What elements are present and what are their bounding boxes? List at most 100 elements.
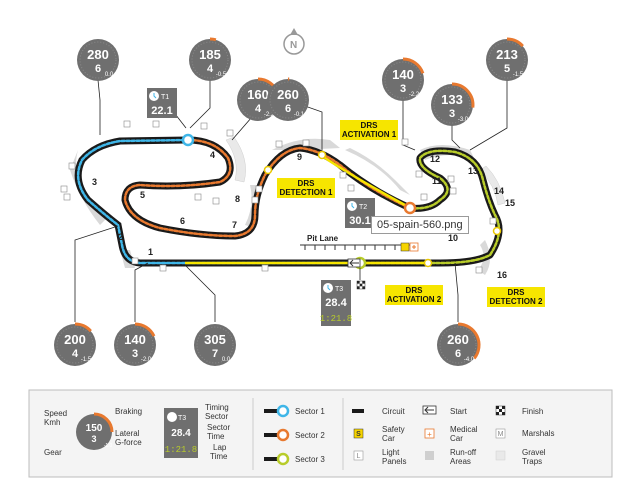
svg-text:1:21.8: 1:21.8: [165, 445, 197, 455]
svg-text:ACTIVATION 1: ACTIVATION 1: [342, 130, 397, 139]
gauge-gforce: -3.0: [458, 117, 469, 123]
timing-sector: T2: [359, 204, 367, 211]
sector-time: 28.4: [325, 297, 347, 309]
legend-gauge-sample: 150 3 -1.0: [76, 412, 114, 450]
svg-text:DRS: DRS: [361, 121, 379, 130]
svg-text:Time: Time: [207, 432, 225, 441]
svg-text:3: 3: [91, 434, 96, 444]
svg-text:Light: Light: [382, 448, 400, 457]
compass-label: N: [290, 40, 297, 51]
gauge-speed: 140: [124, 332, 146, 347]
legend-timing-sample: T3 28.4 1:21.8: [164, 408, 198, 458]
gauge-gforce: -2.2: [264, 112, 275, 118]
sector-time: 22.1: [151, 105, 172, 117]
gauge-speed: 280: [87, 47, 109, 62]
gauge-gforce: -2.2: [409, 92, 420, 98]
svg-text:DETECTION 1: DETECTION 1: [280, 188, 333, 197]
svg-text:Run-off: Run-off: [450, 448, 477, 457]
svg-text:DETECTION 2: DETECTION 2: [490, 297, 543, 306]
gauge-speed: 260: [277, 87, 299, 102]
svg-text:Areas: Areas: [450, 457, 471, 466]
svg-text:DRS: DRS: [508, 288, 526, 297]
legend-sector2: Sector 2: [264, 428, 325, 442]
gauge-gear: 6: [285, 103, 291, 115]
svg-text:DRS: DRS: [406, 286, 424, 295]
gauge-gforce: -2.0: [141, 357, 152, 363]
sector-time: 30.1: [349, 215, 370, 227]
turn-number: 16: [497, 270, 507, 280]
svg-text:T3: T3: [178, 415, 186, 422]
gauge-gear: 6: [95, 63, 101, 75]
svg-text:Sector: Sector: [207, 423, 230, 432]
svg-text:DRS: DRS: [298, 179, 316, 188]
marshal-markers: [60, 120, 497, 274]
svg-text:150: 150: [86, 423, 103, 434]
turn-number: 8: [235, 194, 240, 204]
svg-text:Medical: Medical: [450, 425, 478, 434]
gauge-speed: 213: [496, 47, 518, 62]
svg-text:Car: Car: [450, 434, 463, 443]
turn-number: 2: [118, 232, 123, 242]
gauge-gforce: 0.0: [105, 72, 114, 78]
svg-text:Sector 1: Sector 1: [295, 407, 325, 416]
svg-text:28.4: 28.4: [171, 428, 191, 439]
turn-number: 9: [297, 152, 302, 162]
svg-text:ACTIVATION 2: ACTIVATION 2: [387, 295, 442, 304]
turn-number: 6: [180, 216, 185, 226]
safety-car-icon: [400, 242, 410, 252]
medical-icon: [409, 242, 419, 252]
lap-time: 1:21.8: [320, 314, 352, 324]
drs-zone-1: [321, 154, 406, 207]
gauge-speed: 200: [64, 332, 86, 347]
gauge-speed: 185: [199, 47, 221, 62]
gauge-gforce: -1.5: [81, 357, 92, 363]
svg-text:Gear: Gear: [44, 448, 62, 457]
svg-text:Sector 3: Sector 3: [295, 455, 325, 464]
gauge-gear: 3: [400, 83, 406, 95]
turn-number: 13: [468, 166, 478, 176]
sector-2-marker: [403, 201, 417, 215]
svg-text:-1.0: -1.0: [104, 443, 113, 449]
turn-number: 11: [432, 176, 442, 186]
legend-sector1: Sector 1: [264, 404, 325, 418]
svg-text:Speed: Speed: [44, 409, 67, 418]
turn-number: 7: [232, 220, 237, 230]
sector-1-marker: [181, 133, 195, 147]
gauge-gear: 4: [72, 348, 79, 360]
timing-panel: T2 30.1: [345, 198, 375, 228]
svg-text:Start: Start: [450, 407, 468, 416]
turn-number: 15: [505, 198, 515, 208]
gauge-speed: 260: [447, 332, 469, 347]
finish-icon: [356, 280, 366, 290]
svg-text:Marshals: Marshals: [522, 429, 554, 438]
svg-text:Lateral: Lateral: [115, 429, 140, 438]
gauge-gforce: -0.5: [216, 72, 227, 78]
turn-number: 5: [140, 190, 145, 200]
gauge-gforce: 0.0: [222, 357, 231, 363]
svg-text:Sector: Sector: [205, 412, 228, 421]
gauge-speed: 305: [204, 332, 226, 347]
svg-text:M: M: [498, 431, 504, 438]
svg-text:Safety: Safety: [382, 425, 405, 434]
turn-number: 10: [448, 233, 458, 243]
filename-tooltip: 05-spain-560.png: [371, 216, 469, 234]
gauge-gear: 6: [455, 348, 461, 360]
timing-sector: T3: [335, 286, 343, 293]
timing-sector: T1: [161, 94, 169, 101]
pit-lane-label: Pit Lane: [307, 234, 339, 243]
gauge-gear: 4: [255, 103, 262, 115]
svg-text:Timing: Timing: [205, 403, 229, 412]
